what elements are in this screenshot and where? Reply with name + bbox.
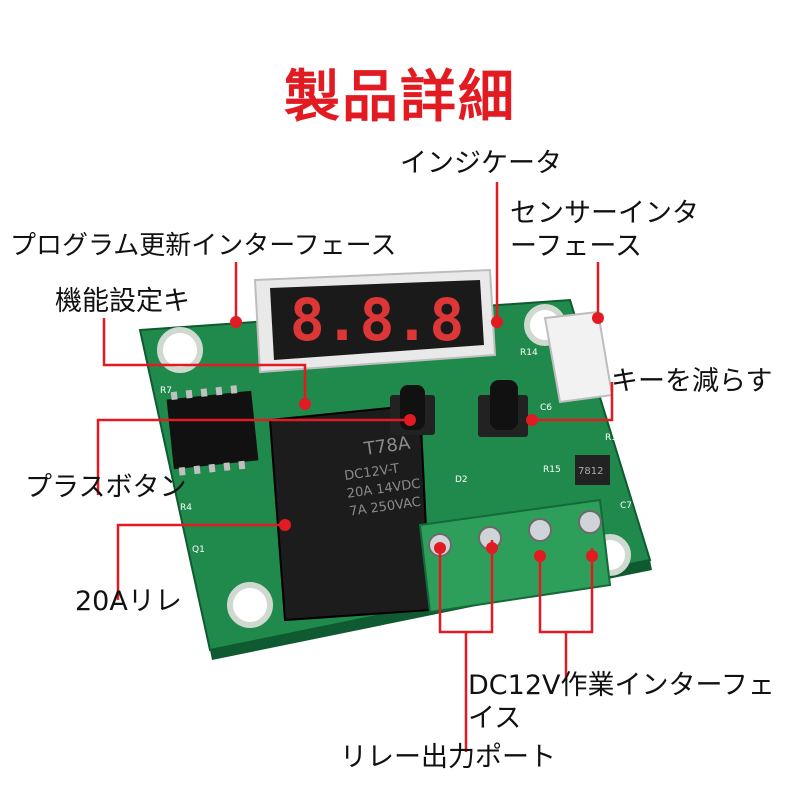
mounting-hole [157, 327, 203, 373]
leader-lines [96, 182, 614, 752]
leader-dots [230, 312, 604, 562]
silkscreen-label: D2 [455, 475, 468, 485]
silkscreen-label: C7 [620, 501, 632, 511]
silkscreen-label: C6 [540, 403, 552, 413]
display-digits: 8.8.8 [290, 286, 465, 354]
terminal-block [418, 498, 612, 614]
label-function-key: 機能設定キ [55, 286, 190, 317]
label-sensor-interface-2: ーフェース [510, 231, 643, 262]
label-sensor-interface-1: センサーインタ [510, 198, 699, 229]
label-indicator: インジケータ [400, 148, 562, 179]
label-dc12v-2: イス [468, 703, 522, 734]
terminal-screw [578, 510, 602, 534]
silkscreen-label: R7 [160, 386, 172, 396]
leader-plus [96, 418, 410, 495]
label-relay-output: リレー出力ポート [340, 742, 556, 773]
silkscreen-label: R16 [605, 433, 623, 443]
label-minus-key: キーを減らす [611, 366, 773, 397]
silkscreen-label: R14 [520, 348, 538, 358]
silkscreen-label: R4 [180, 503, 192, 513]
mounting-hole [227, 582, 273, 628]
leader-relay [116, 523, 285, 600]
page-title: 製品詳細 [284, 65, 516, 130]
label-program-update: プログラム更新インターフェース [10, 231, 397, 261]
silkscreen-label: Q1 [192, 545, 205, 555]
silkscreen-label: R15 [543, 465, 561, 475]
terminal-screw [528, 518, 552, 542]
leader-function-key [102, 318, 307, 404]
leader-minus-key [532, 382, 614, 422]
label-plus-button: プラスボタン [25, 472, 187, 503]
label-relay-20a: 20Aリレ [75, 586, 182, 617]
display-face [270, 280, 484, 360]
minus-button-cap [490, 380, 518, 430]
regulator-ic [575, 455, 610, 485]
regulator-marking: 7812 [578, 466, 603, 477]
ic-chip [166, 390, 259, 470]
label-dc12v-1: DC12V作業インターフェ [468, 670, 775, 701]
